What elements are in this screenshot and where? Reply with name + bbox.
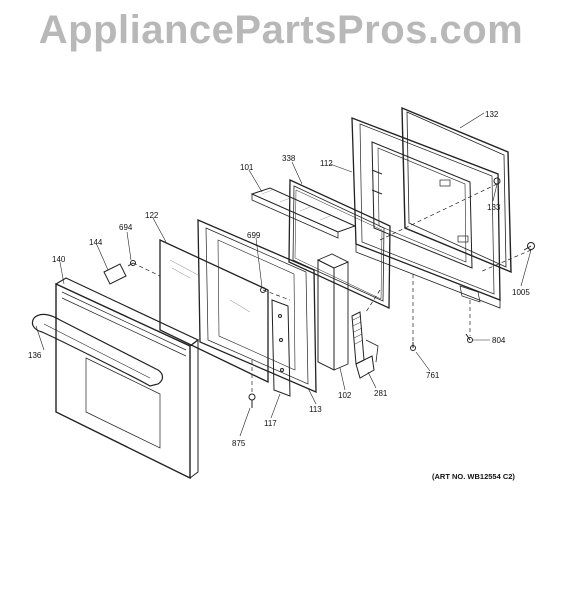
label-338: 338 (282, 154, 296, 163)
screw-1005[interactable] (523, 242, 535, 251)
hinge-281[interactable] (351, 311, 379, 379)
insulation-101[interactable] (250, 187, 357, 239)
label-804: 804 (492, 336, 506, 345)
window-pack-338[interactable] (288, 178, 391, 310)
label-761: 761 (426, 371, 440, 380)
art-number: (ART NO. WB12554 C2) (432, 472, 515, 481)
label-875: 875 (232, 439, 246, 448)
label-694: 694 (119, 223, 133, 232)
door-handle-136[interactable] (31, 313, 164, 387)
label-136: 136 (28, 351, 42, 360)
leader-lines (35, 112, 532, 437)
insulation-102[interactable] (316, 253, 350, 371)
assembly-guide-lines (132, 183, 532, 393)
label-113: 113 (309, 405, 322, 414)
label-144: 144 (89, 238, 103, 247)
screw-694[interactable] (127, 260, 136, 267)
screw-699[interactable] (260, 287, 266, 293)
watermark-logo: AppliancePartsPros.com (38, 8, 524, 52)
label-132: 132 (485, 110, 499, 119)
vent-144[interactable] (103, 263, 127, 285)
screw-804[interactable] (465, 333, 473, 343)
door-glass-122[interactable] (159, 238, 269, 384)
door-gasket-132[interactable] (401, 106, 512, 274)
screw-875[interactable] (248, 393, 256, 408)
outer-door-panel-140[interactable] (55, 277, 200, 480)
glass-frame-113[interactable] (197, 219, 317, 393)
label-112: 112 (320, 159, 333, 168)
label-699: 699 (247, 231, 261, 240)
screw-133[interactable] (493, 177, 501, 185)
label-140: 140 (52, 255, 66, 264)
label-281: 281 (374, 389, 388, 398)
label-1005: 1005 (512, 288, 530, 297)
hinge-bracket-117[interactable] (271, 299, 291, 397)
label-117: 117 (264, 419, 277, 428)
label-102: 102 (338, 391, 352, 400)
inner-door-liner-112[interactable] (351, 117, 501, 309)
label-122: 122 (145, 211, 159, 220)
screw-761[interactable] (410, 342, 416, 351)
label-133: 133 (487, 203, 501, 212)
label-101: 101 (240, 163, 254, 172)
